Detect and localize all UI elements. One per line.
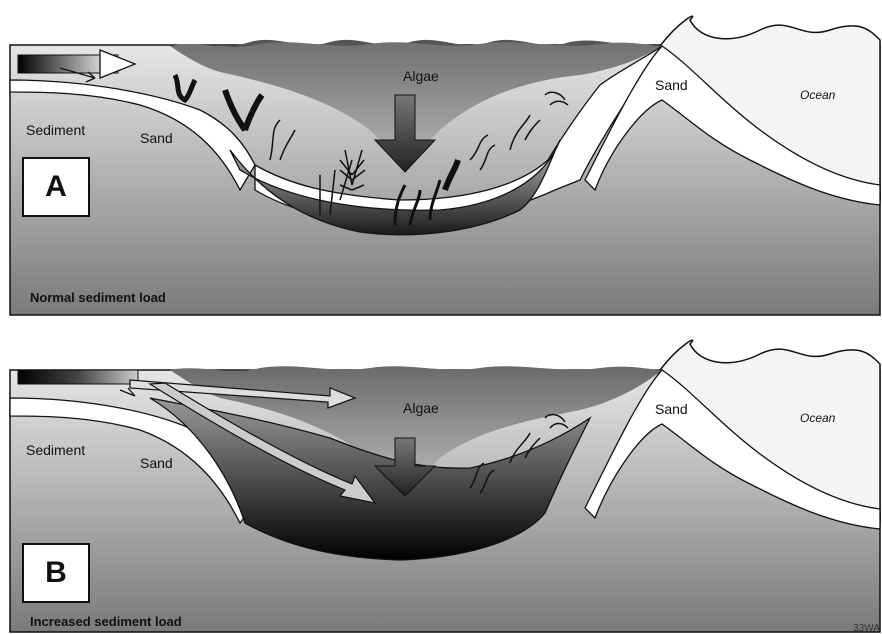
sand-slope-label: Sand [140,130,173,146]
sediment-arrow-body [18,370,138,384]
panel-b-increased-sediment: Algae Sand Ocean Sediment Sand B Increas… [0,318,882,634]
panel-tag-a: A [22,157,90,217]
panel-b-caption: Increased sediment load [30,614,182,629]
sand-shore-label: Sand [655,401,688,417]
algae-label: Algae [403,400,439,416]
panel-a-caption: Normal sediment load [30,290,166,305]
sediment-label: Sediment [26,122,85,138]
ocean-label: Ocean [800,411,835,425]
sediment-label: Sediment [26,442,85,458]
panel-b-illustration [0,318,882,634]
panel-tag-b: B [22,543,90,603]
panel-a-illustration [0,0,882,318]
panel-a-normal-sediment: Algae Sand Ocean Sediment Sand A Normal … [0,0,882,318]
algae-label: Algae [403,68,439,84]
ocean-label: Ocean [800,88,835,102]
figure-code: 33WA [853,623,880,634]
sand-slope-label: Sand [140,455,173,471]
sand-shore-label: Sand [655,77,688,93]
